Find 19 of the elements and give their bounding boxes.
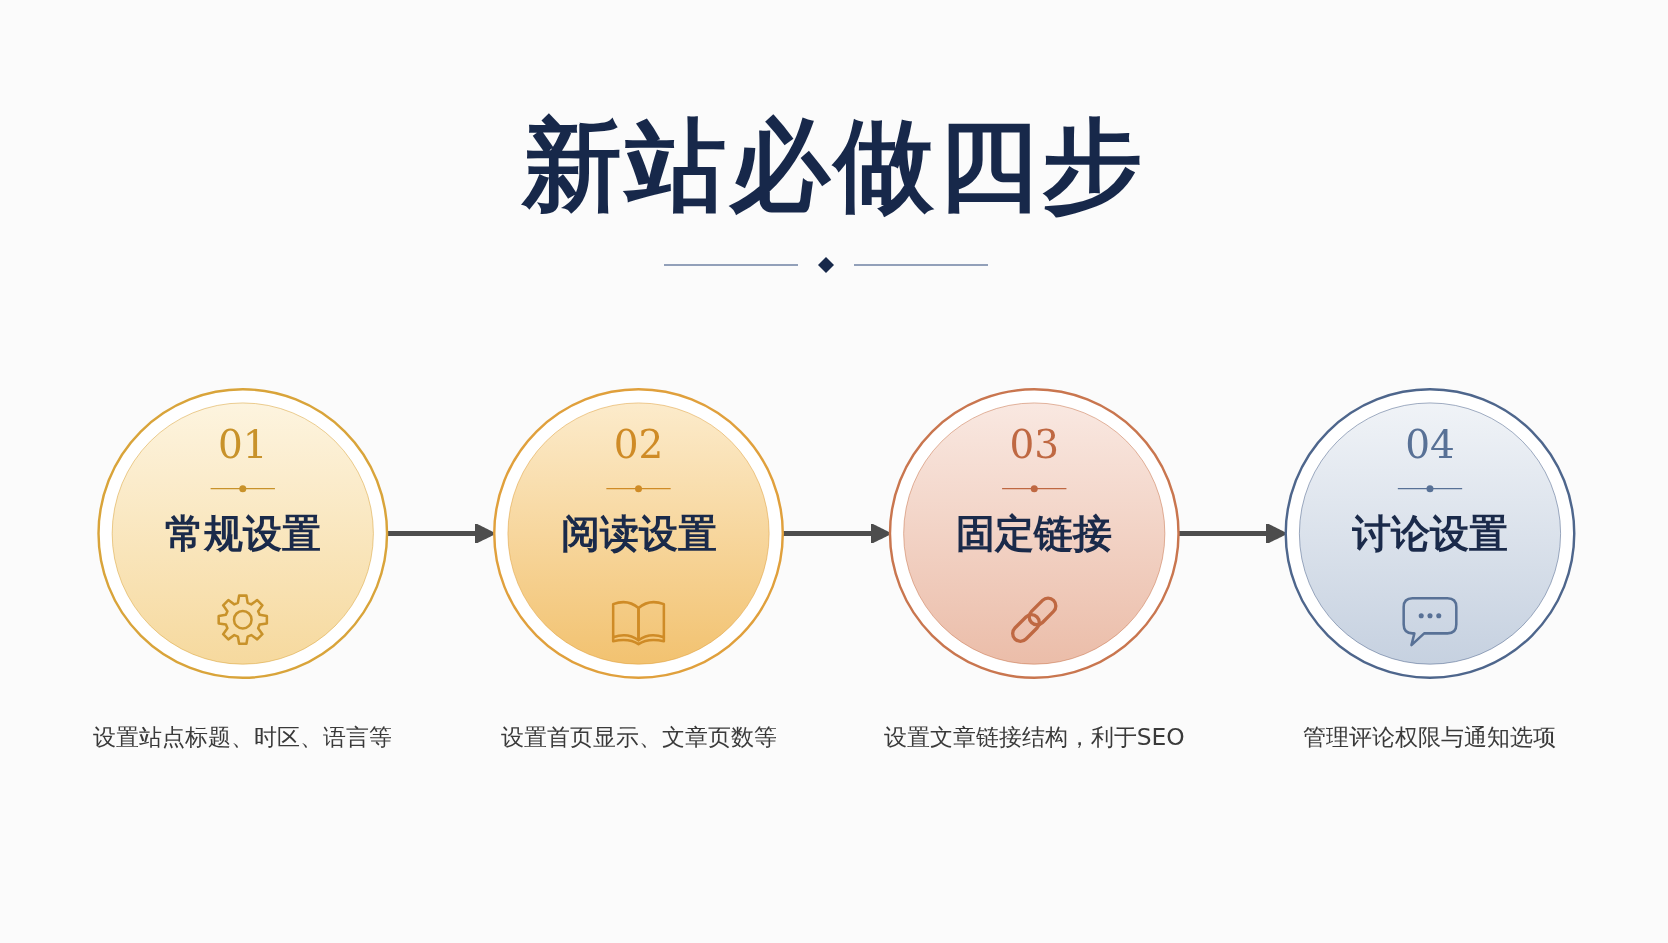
step-description: 设置首页显示、文章页数等 — [500, 722, 777, 751]
step-number: 01 — [217, 421, 268, 467]
step-title: 固定链接 — [956, 510, 1113, 556]
step-title: 常规设置 — [164, 510, 321, 556]
step-description: 管理评论权限与通知选项 — [1303, 722, 1557, 751]
step-title: 讨论设置 — [1352, 510, 1508, 556]
node-circle — [1284, 388, 1576, 680]
arrow — [1178, 522, 1287, 545]
step-title: 阅读设置 — [560, 510, 717, 556]
arrow — [782, 522, 891, 545]
step-number: 04 — [1405, 421, 1455, 467]
node-circle — [493, 388, 784, 680]
diagram-title: 新站必做四步 — [522, 106, 1146, 224]
step-number: 03 — [1009, 421, 1060, 467]
step-description: 设置文章链接结构，利于SEO — [883, 722, 1185, 751]
node-circle — [888, 388, 1180, 680]
step-number: 02 — [613, 421, 664, 467]
step-description: 设置站点标题、时区、语言等 — [93, 722, 393, 751]
node-circle — [97, 388, 389, 680]
